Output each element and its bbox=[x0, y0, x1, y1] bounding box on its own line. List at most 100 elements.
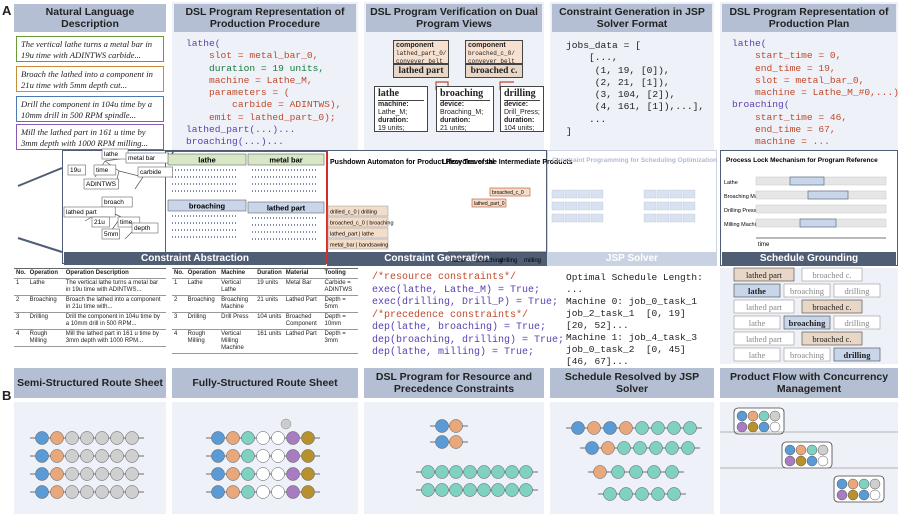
b1-circle bbox=[80, 431, 94, 445]
component-title-1: component bbox=[396, 42, 434, 49]
b2-circle bbox=[226, 467, 240, 481]
graph-node-box bbox=[63, 206, 116, 218]
b1-circle bbox=[50, 449, 64, 463]
b4-circle bbox=[665, 465, 679, 479]
graph-node-box bbox=[137, 166, 173, 178]
solver-cell bbox=[656, 189, 670, 199]
b2-circle bbox=[301, 431, 315, 445]
drilling-key-2: duration: bbox=[504, 117, 535, 124]
solver-cell bbox=[590, 201, 604, 211]
abstraction-card-header bbox=[247, 201, 325, 214]
code-line: broaching(...)... bbox=[186, 136, 284, 148]
lifecycle-bar-label: lathed_part_0 bbox=[474, 201, 505, 207]
flow-product-label: lathed part bbox=[746, 270, 783, 280]
code-line: ... bbox=[566, 113, 607, 125]
header-verify: DSL Program Verification on Dual Program… bbox=[366, 4, 542, 32]
flow-process-label: lathe bbox=[748, 286, 766, 296]
b2-circle bbox=[256, 467, 270, 481]
b1-circle bbox=[125, 485, 139, 499]
b2-circle bbox=[280, 418, 292, 430]
graph-node-label: lathe bbox=[104, 151, 118, 158]
abstraction-card-header bbox=[167, 199, 247, 212]
col-header: Operation Description bbox=[63, 268, 166, 279]
code-line: job_2_task_1 [0, 19] bbox=[566, 308, 686, 319]
code-line: (2, 21, [1]), bbox=[566, 76, 670, 88]
solver-cell bbox=[682, 189, 696, 199]
b3-circle bbox=[491, 465, 505, 479]
header-schedule-grounding: Schedule Grounding bbox=[722, 252, 896, 265]
flow-process-box bbox=[733, 283, 781, 298]
b4-circle bbox=[681, 441, 695, 455]
b4-circle bbox=[683, 421, 697, 435]
flow-process-box bbox=[783, 347, 831, 362]
b5-circle bbox=[769, 421, 781, 433]
b3-circle bbox=[449, 419, 463, 433]
col-header: Duration bbox=[255, 268, 284, 279]
broaching-key-1: device: bbox=[440, 101, 465, 108]
schedule-text: Optimal Schedule Length:...Machine 0: jo… bbox=[566, 272, 703, 368]
flow-product-box bbox=[733, 299, 795, 314]
b4-circle bbox=[619, 487, 633, 501]
code-line: slot = metal_bar_0, bbox=[732, 74, 865, 86]
code-line: exec(lathe, Lathe_M) = True; bbox=[372, 284, 541, 296]
abstraction-card-title: lathed part bbox=[267, 204, 306, 213]
cell: Rough Milling bbox=[185, 329, 220, 354]
lathe-card-title: lathe bbox=[378, 88, 424, 101]
code-line: (3, 104, [2]), bbox=[566, 89, 676, 101]
code-line: ] bbox=[566, 126, 572, 138]
flow-product-box bbox=[801, 299, 863, 314]
solver-cell bbox=[682, 201, 696, 211]
stack-cell bbox=[327, 238, 389, 250]
graph-node-label: 19u bbox=[70, 167, 81, 174]
b3-circle bbox=[421, 483, 435, 497]
cell: Carbide = ADINTWS bbox=[322, 278, 358, 296]
drilling-card: drilling device:Drill_Press;duration:104… bbox=[500, 86, 544, 132]
cell: Vertical Lathe bbox=[219, 278, 256, 296]
b3-circle bbox=[463, 483, 477, 497]
graph-node-label: broach bbox=[104, 199, 124, 206]
solver-cell bbox=[590, 213, 604, 223]
lifecycle-axis-label: broaching bbox=[476, 258, 502, 264]
sched-title: Process Lock Mechanism for Program Refer… bbox=[726, 157, 878, 164]
graph-node-label: lathed part bbox=[66, 209, 97, 216]
b2-circle bbox=[256, 485, 270, 499]
cgen-title-1: Pushdown Automaton for Product Flow Trav… bbox=[330, 159, 494, 166]
code-line: dep(lathe, broaching) = True; bbox=[372, 322, 547, 333]
solver-cell bbox=[551, 189, 565, 199]
b2-circle bbox=[211, 467, 225, 481]
b4-circle bbox=[649, 441, 663, 455]
cell: Mill the lathed part in 161 u time by 3m… bbox=[63, 329, 166, 347]
graph-node-label: depth bbox=[134, 225, 151, 232]
b5-circle bbox=[836, 489, 848, 501]
b1-circle bbox=[125, 467, 139, 481]
code-line: Machine 1: job_4_task_3 bbox=[566, 332, 698, 343]
solver-cell bbox=[656, 213, 670, 223]
component-body-2: broached_c_0/ conveyer_belt bbox=[468, 50, 515, 65]
b4-circle bbox=[611, 465, 625, 479]
flow-process-label: drilling bbox=[844, 350, 872, 360]
graph-node-label: time bbox=[120, 219, 133, 226]
header-dsl-plan: DSL Program Representation of Production… bbox=[722, 4, 896, 32]
b4-circle bbox=[617, 441, 631, 455]
cell: Drill Press bbox=[219, 312, 256, 330]
header-constraint-abstraction: Constraint Abstraction bbox=[64, 252, 326, 265]
solver-cell bbox=[577, 213, 591, 223]
b5-circle bbox=[817, 455, 829, 467]
b1-circle bbox=[80, 485, 94, 499]
b2-circle bbox=[286, 485, 300, 499]
broaching-key-2: duration: bbox=[440, 117, 471, 124]
b3-circle bbox=[435, 465, 449, 479]
col-header: No. bbox=[14, 268, 28, 279]
code-line: [20, 52]... bbox=[566, 320, 629, 331]
b1-circle bbox=[35, 485, 49, 499]
header-b5: Product Flow with Concurrency Management bbox=[720, 368, 898, 398]
cell: Depth = 5mm bbox=[322, 295, 358, 313]
sched-row-label: Milling Machine bbox=[724, 222, 762, 228]
code-line: exec(drilling, Drill_P) = True; bbox=[372, 297, 559, 308]
